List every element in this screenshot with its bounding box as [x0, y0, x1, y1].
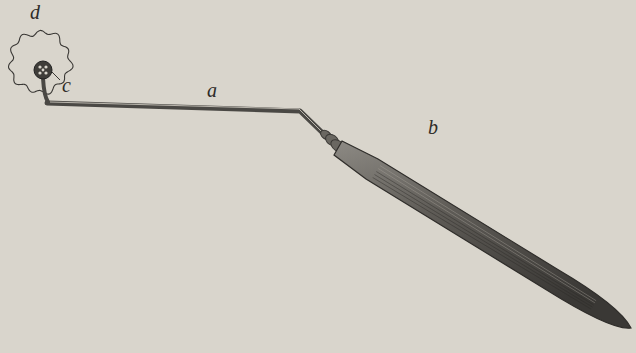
- instrument-disk: [34, 61, 52, 79]
- callout-letter: c: [62, 75, 71, 95]
- handle-groove: [378, 169, 595, 303]
- tissue-outline: [8, 30, 73, 94]
- handle-groove: [375, 175, 593, 307]
- handle-grooves: [373, 166, 596, 310]
- instrument-neck: [43, 78, 48, 102]
- callout-letter: d: [30, 2, 40, 22]
- callout-letter: a: [207, 80, 217, 100]
- shaft-highlight: [50, 102, 330, 140]
- callout-letter: b: [428, 117, 438, 137]
- instrument-shaft: [47, 103, 333, 143]
- tissue-outline: [8, 30, 73, 94]
- handle-groove: [376, 172, 593, 305]
- disk-holes: [38, 65, 47, 74]
- handle-groove: [380, 166, 596, 301]
- leader-line: [52, 72, 60, 80]
- instrument-handle: [334, 141, 631, 328]
- handle-groove: [373, 177, 591, 309]
